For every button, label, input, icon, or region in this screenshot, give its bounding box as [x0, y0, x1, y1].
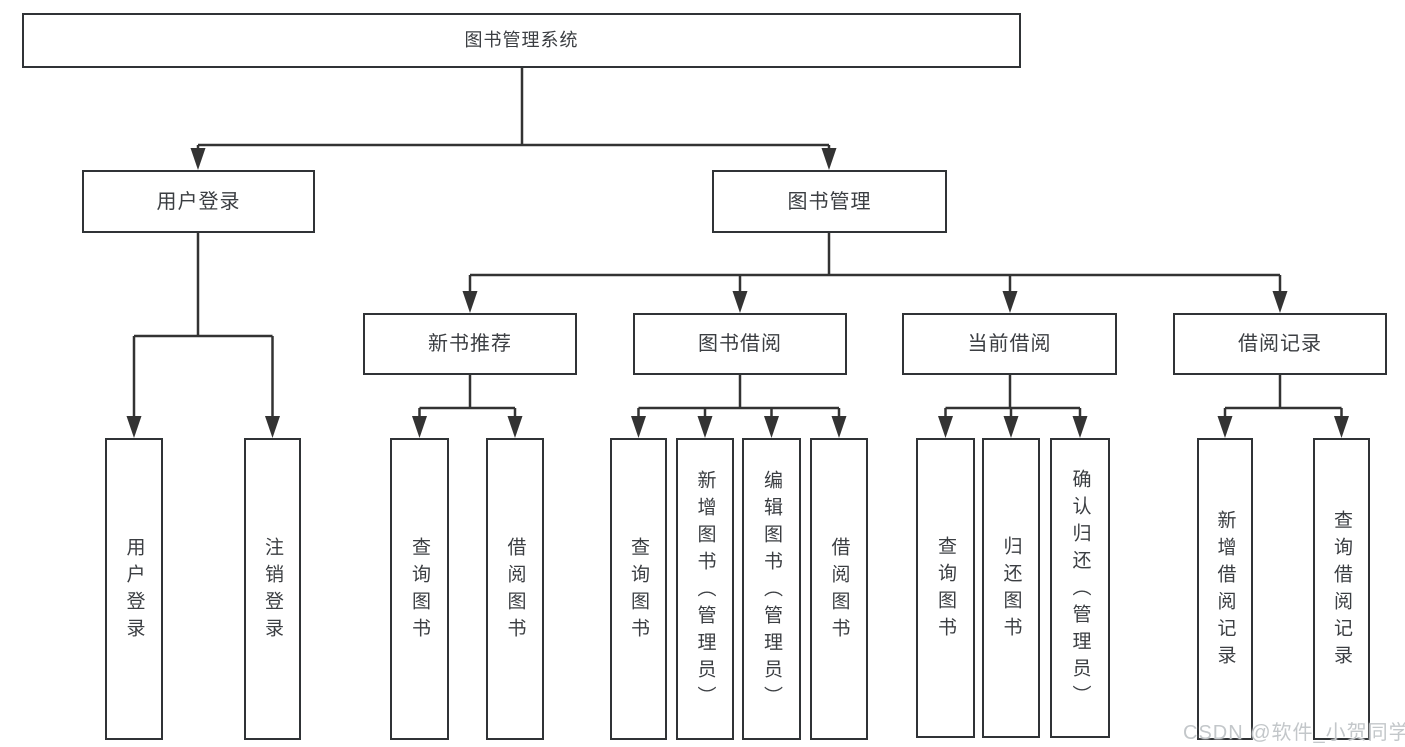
leaf-edit-book-admin: 编辑图书（管理员）	[742, 438, 801, 740]
connector-arrowheads	[126, 148, 1349, 438]
node-user-login: 用户登录	[82, 170, 315, 233]
connector-lines	[132, 68, 1343, 418]
leaf-borrow-book: 借阅图书	[810, 438, 868, 740]
node-root: 图书管理系统	[22, 13, 1021, 68]
leaf-logout-login: 注销登录	[244, 438, 301, 740]
leaf-user-login: 用户登录	[105, 438, 163, 740]
node-book-management: 图书管理	[712, 170, 947, 233]
leaf-return-book: 归还图书	[982, 438, 1040, 738]
leaf-recommend-borrow-book: 借阅图书	[486, 438, 544, 740]
node-new-book-recommend: 新书推荐	[363, 313, 577, 375]
leaf-add-borrow-record: 新增借阅记录	[1197, 438, 1253, 740]
leaf-current-query-book: 查询图书	[916, 438, 975, 738]
leaf-confirm-return-admin: 确认归还（管理员）	[1050, 438, 1110, 738]
watermark: CSDN @软件_小贺同学	[1183, 722, 1405, 744]
node-borrow-records: 借阅记录	[1173, 313, 1387, 375]
node-book-borrow: 图书借阅	[633, 313, 847, 375]
leaf-add-book-admin: 新增图书（管理员）	[676, 438, 734, 740]
leaf-recommend-query-book: 查询图书	[390, 438, 449, 740]
node-current-borrow: 当前借阅	[902, 313, 1117, 375]
leaf-borrow-query-book: 查询图书	[610, 438, 667, 740]
leaf-query-borrow-record: 查询借阅记录	[1313, 438, 1370, 740]
